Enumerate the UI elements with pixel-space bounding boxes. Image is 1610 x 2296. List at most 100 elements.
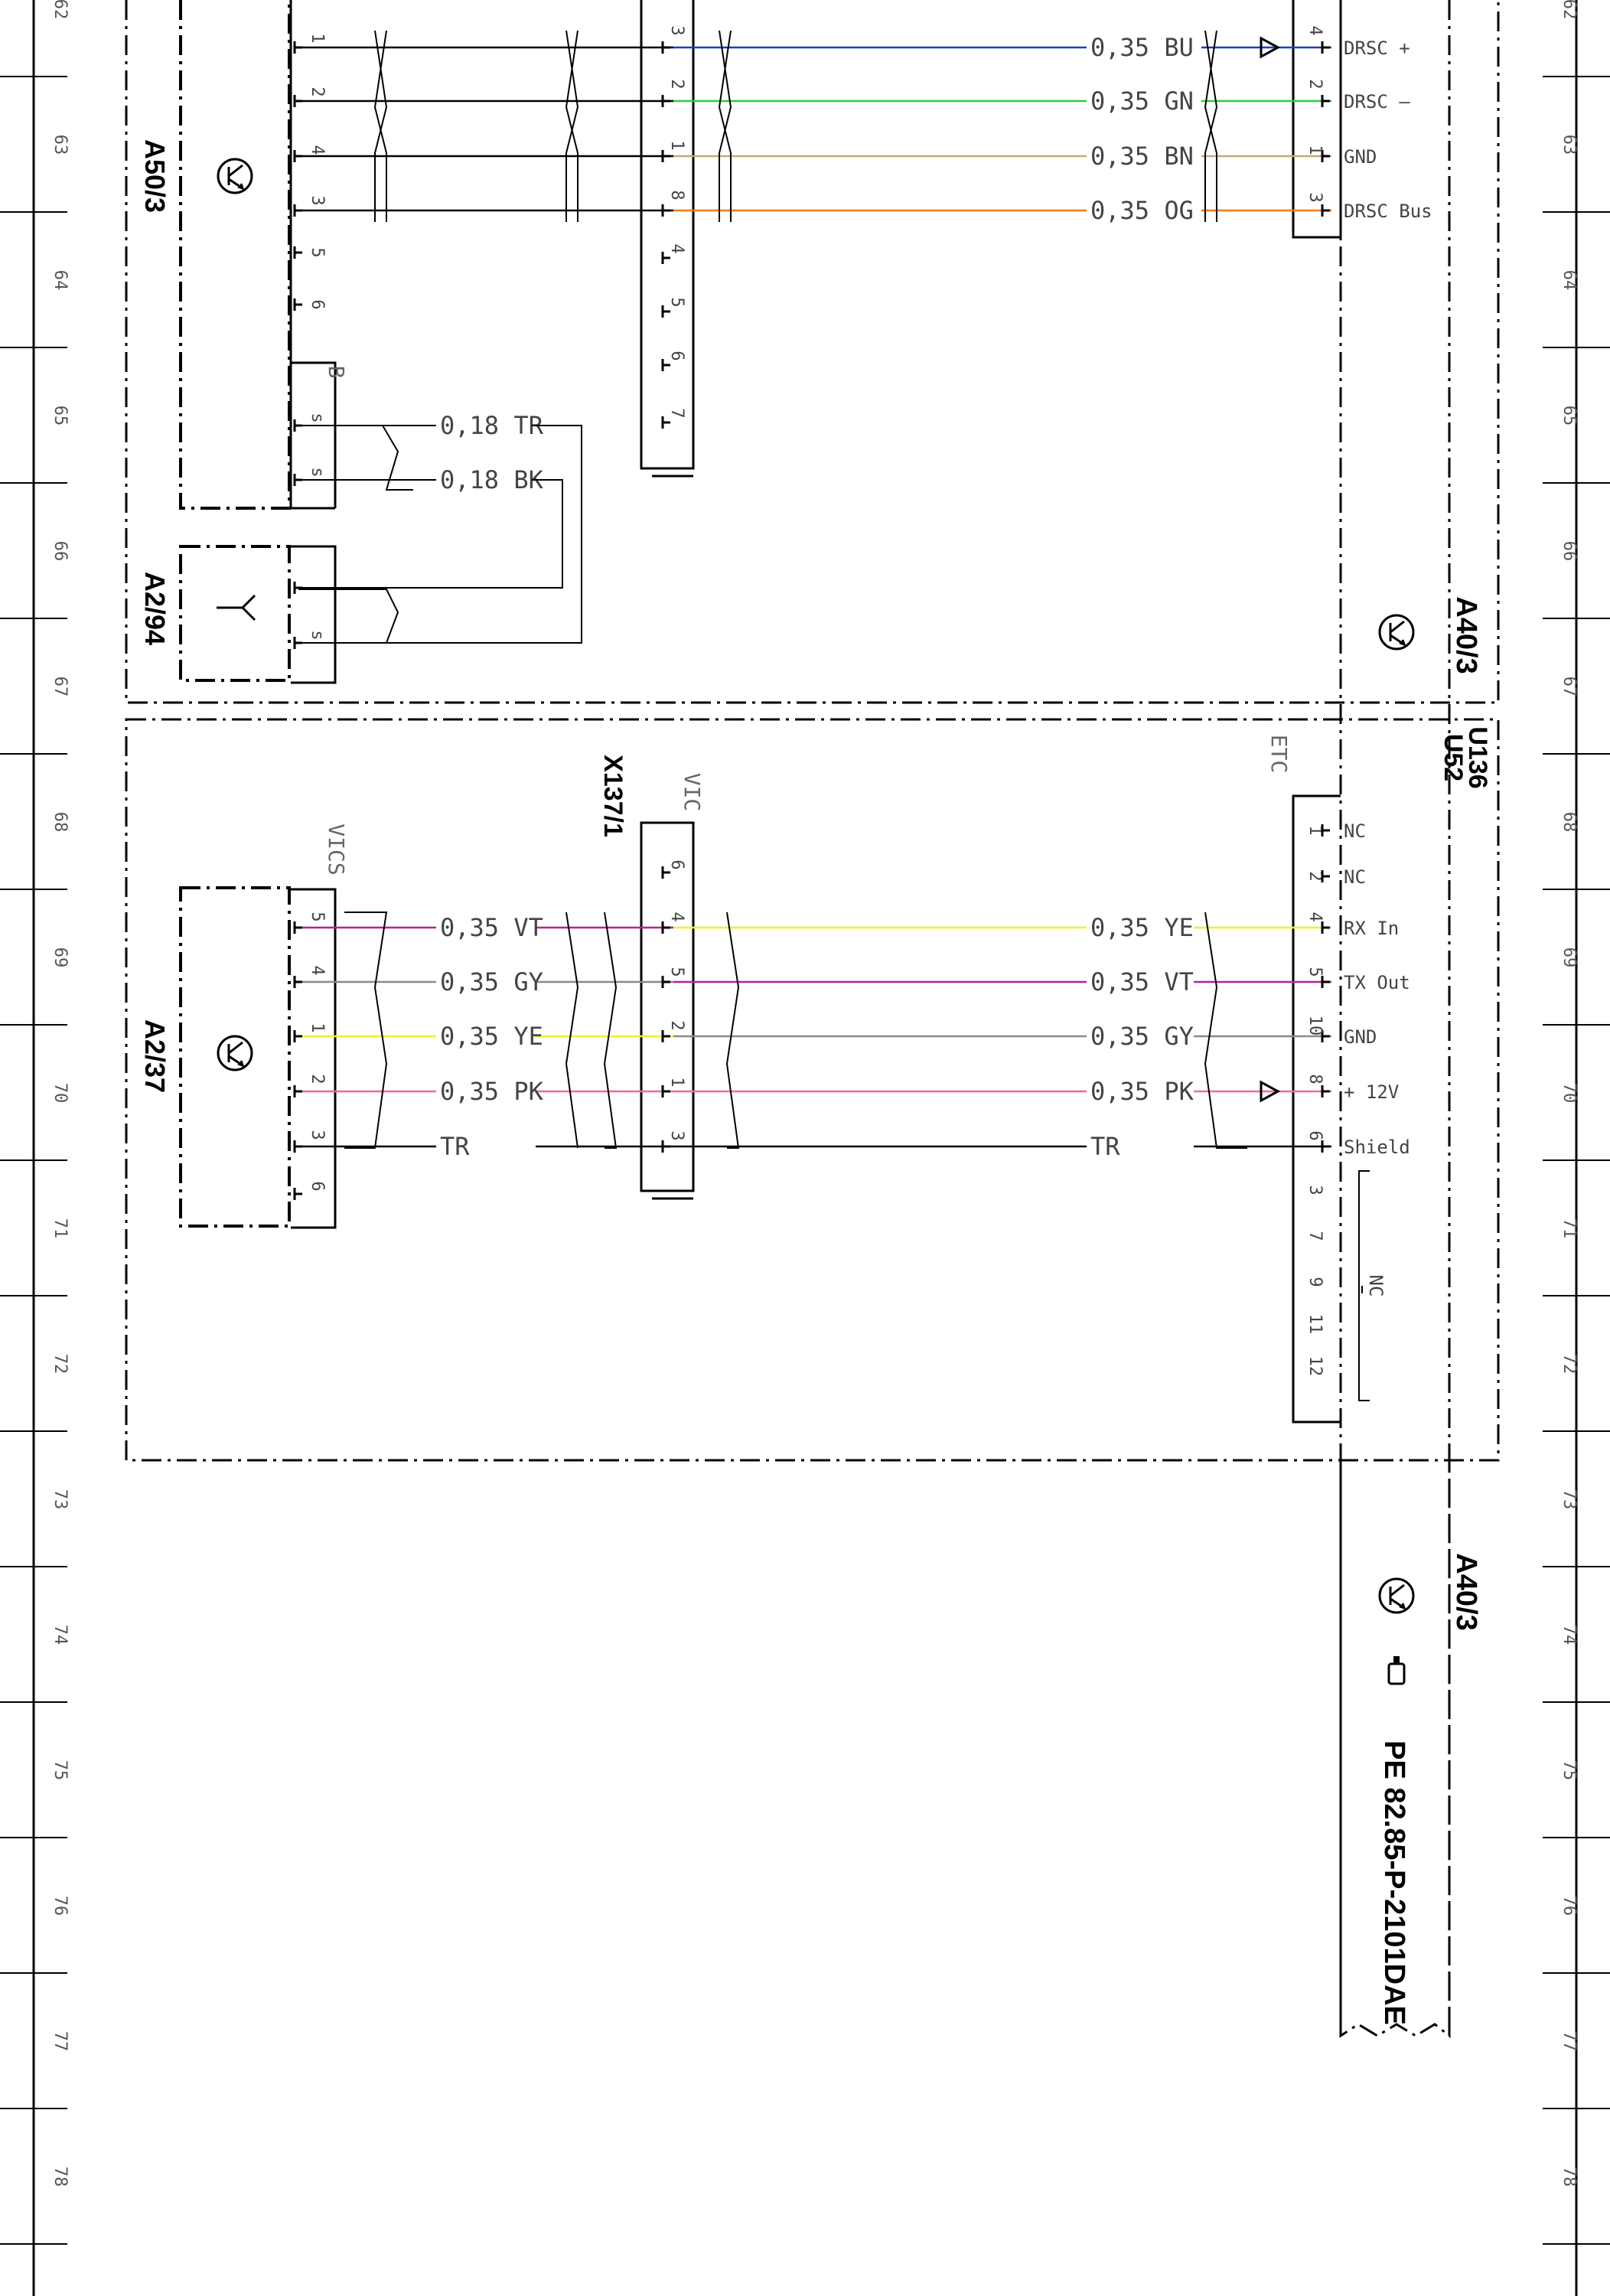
connector-middle-top-frame xyxy=(640,0,695,470)
connector-b-frame xyxy=(291,361,337,508)
label-a50-3: A50/3 xyxy=(139,139,171,213)
row-number-right: 72 xyxy=(1559,1354,1579,1375)
row-number-right: 63 xyxy=(1559,135,1579,155)
top-right-pin-number: 1 xyxy=(1305,145,1325,155)
top-left-pin-terminal xyxy=(293,95,302,107)
bottom-left-pin-number: 6 xyxy=(308,1181,327,1191)
shield-mid-top xyxy=(565,30,579,222)
bottom-left-pin-number: 1 xyxy=(308,1022,327,1032)
top-left-pin-terminal xyxy=(293,298,302,311)
label-a2-37: A2/37 xyxy=(139,1019,171,1093)
nc-label: NC xyxy=(1344,820,1366,842)
top-left-pin-terminal xyxy=(293,204,302,217)
bottom-right-nc-pin-number: 12 xyxy=(1305,1356,1325,1377)
bottom-mid-pin-number: 6 xyxy=(667,859,686,869)
top-left-pin-number: 5 xyxy=(308,247,327,257)
bottom-left-pin-terminal xyxy=(293,1188,302,1200)
bottom-right-pin-number: 6 xyxy=(1305,1130,1325,1140)
row-number-right: 65 xyxy=(1559,406,1579,426)
bottom-signal-label: Shield xyxy=(1344,1137,1410,1158)
row-number-left: 75 xyxy=(51,1760,70,1781)
top-left-pin-number: 3 xyxy=(308,195,327,205)
top-mid-pin-number: 5 xyxy=(667,297,686,307)
top-left-pin-number: 1 xyxy=(308,33,327,43)
label-nc-group: NC xyxy=(1365,1275,1387,1297)
antenna-icon xyxy=(217,594,256,621)
bottom-right-nc-pin-number: 9 xyxy=(1305,1277,1325,1287)
label-u52: U52 xyxy=(1439,734,1468,781)
bottom-left-pin-terminal xyxy=(293,1140,302,1153)
shield-right-bottom-b xyxy=(1204,912,1247,1149)
row-number-left: 72 xyxy=(51,1354,70,1375)
label-etc: ETC xyxy=(1266,735,1292,774)
bottom-wire-left-label: TR xyxy=(440,1132,470,1161)
label-vics: VICS xyxy=(324,823,349,875)
bottom-wire-left-label: 0,35 GY xyxy=(440,967,543,996)
bottom-mid-pin-number: 3 xyxy=(667,1130,686,1140)
row-number-left: 73 xyxy=(51,1489,70,1510)
b-wire-label: 0,18 TR xyxy=(440,411,544,440)
top-mid-pin-terminal xyxy=(661,359,670,371)
bottom-right-pin-number: 8 xyxy=(1305,1074,1325,1084)
label-b: B xyxy=(324,366,349,379)
bottom-right-pin-terminal xyxy=(1321,824,1330,837)
row-number-right: 64 xyxy=(1559,270,1579,291)
top-mid-pin-terminal xyxy=(661,305,670,318)
bottom-left-pin-terminal xyxy=(293,1030,302,1042)
bottom-right-pin-terminal xyxy=(1321,870,1330,882)
row-number-right: 76 xyxy=(1559,1896,1579,1916)
bottom-right-nc-pin-number: 3 xyxy=(1305,1185,1325,1195)
top-right-pin-terminal xyxy=(1321,204,1330,217)
row-number-right: 71 xyxy=(1559,1218,1579,1239)
row-number-left: 76 xyxy=(51,1896,70,1916)
top-right-pin-number: 4 xyxy=(1305,25,1325,35)
bottom-left-pin-number: 5 xyxy=(308,912,327,921)
connector-a50-frame xyxy=(289,0,335,510)
top-right-pin-terminal xyxy=(1321,95,1330,107)
row-number-left: 71 xyxy=(51,1218,70,1239)
bottom-left-pin-number: 3 xyxy=(308,1130,327,1140)
top-mid-pin-number: 3 xyxy=(667,25,686,35)
ground-symbol-a2-37 xyxy=(217,1035,253,1071)
bottom-mid-pin-terminal xyxy=(661,1085,670,1097)
row-number-left: 77 xyxy=(51,2031,70,2052)
connector-a2-94-frame xyxy=(291,545,337,684)
signal-direction-arrow xyxy=(1260,36,1281,59)
b-wires xyxy=(298,425,582,644)
a2-94-pin-number: s xyxy=(308,630,327,640)
bottom-right-nc-pin-number: 7 xyxy=(1305,1231,1325,1241)
connector-etc-frame xyxy=(1292,794,1341,1424)
row-number-right: 68 xyxy=(1559,812,1579,833)
top-wire-label: 0,35 OG xyxy=(1090,196,1194,225)
row-number-right: 66 xyxy=(1559,541,1579,562)
bottom-wire-right-label: 0,35 GY xyxy=(1090,1022,1194,1051)
row-number-right: 77 xyxy=(1559,2031,1579,2052)
top-left-pin-terminal xyxy=(293,41,302,54)
nc-bracket xyxy=(1358,1170,1370,1401)
bottom-right-nc-pin-number: 11 xyxy=(1305,1314,1325,1335)
top-mid-pin-number: 1 xyxy=(667,140,686,150)
top-left-pin-terminal xyxy=(293,150,302,162)
top-left-pin-number: 4 xyxy=(308,145,327,155)
top-mid-pin-terminal xyxy=(661,95,670,107)
row-number-right: 73 xyxy=(1559,1489,1579,1510)
connector-vic-frame xyxy=(640,821,695,1192)
bottom-wire-left-label: 0,35 YE xyxy=(440,1022,543,1051)
module-a2-94-box xyxy=(179,545,291,682)
row-number-left: 70 xyxy=(51,1083,70,1104)
row-number-left: 78 xyxy=(51,2167,70,2187)
row-number-left: 66 xyxy=(51,541,70,562)
bottom-wire-right-label: 0,35 VT xyxy=(1090,967,1194,996)
top-mid-pin-terminal xyxy=(661,204,670,217)
top-mid-pin-number: 7 xyxy=(667,408,686,418)
bottom-mid-pin-number: 2 xyxy=(667,1020,686,1030)
shield-left-top xyxy=(373,30,388,222)
bottom-signal-label: TX Out xyxy=(1344,972,1410,993)
bottom-wire-right-label: 0,35 YE xyxy=(1090,913,1194,942)
connector-vics-frame xyxy=(291,888,337,1229)
top-signal-label: DRSC + xyxy=(1344,38,1410,59)
bottom-right-pin-terminal xyxy=(1321,1030,1330,1042)
bottom-left-pin-terminal xyxy=(293,1085,302,1097)
